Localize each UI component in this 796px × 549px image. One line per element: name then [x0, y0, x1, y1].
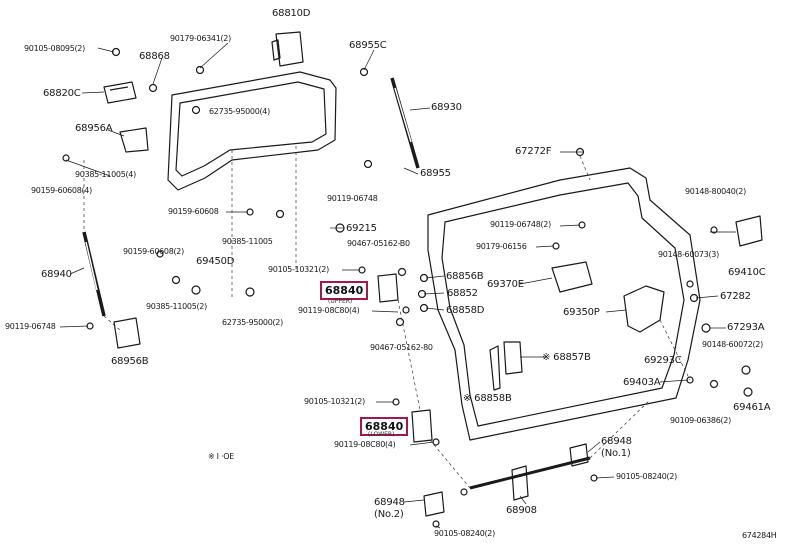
part-label[interactable]: 62735-95000(4) — [209, 107, 270, 116]
part-label[interactable]: (No.2) — [374, 509, 404, 520]
part-label[interactable]: 68868 — [139, 51, 170, 62]
part-label[interactable]: 90105-08240(2) — [616, 472, 677, 481]
part-label[interactable]: 68955C — [349, 40, 387, 51]
lock-assembly-69350p — [623, 285, 665, 333]
hinge-upper-68840 — [377, 273, 399, 303]
part-label[interactable]: (No.1) — [601, 448, 631, 459]
part-label[interactable]: 90385-11005(4) — [75, 170, 136, 179]
part-label[interactable]: 90105-08095(2) — [24, 44, 85, 53]
part-label[interactable]: 90385-11005 — [222, 237, 273, 246]
part-68857b — [489, 345, 501, 391]
part-label[interactable]: 90385-11005(2) — [146, 302, 207, 311]
bracket-68956b — [113, 317, 141, 349]
striker-69410c — [735, 215, 763, 247]
part-label[interactable]: 68858D — [446, 305, 485, 316]
back-door-glass-frame-inner — [175, 81, 327, 177]
part-label[interactable]: 90105-08240(2) — [434, 529, 495, 538]
part-label[interactable]: 69350P — [563, 307, 600, 318]
bracket-68956a — [119, 127, 149, 153]
part-label[interactable]: 68956B — [111, 356, 149, 367]
part-label[interactable]: 68810D — [272, 8, 311, 19]
part-label[interactable]: 68940 — [41, 269, 72, 280]
footnote: ※ I ·OE — [208, 452, 234, 461]
hinge-bracket-left — [103, 81, 137, 104]
part-label[interactable]: 68948 — [601, 436, 632, 447]
part-label[interactable]: 68930 — [431, 102, 462, 113]
part-label[interactable]: 69403A — [623, 377, 661, 388]
part-label[interactable]: 90159-60608(2) — [123, 247, 184, 256]
part-label[interactable]: 68820C — [43, 88, 81, 99]
part-label[interactable]: 68948 — [374, 497, 405, 508]
part-label[interactable]: 69410C — [728, 267, 766, 278]
back-door-glass-frame — [167, 71, 337, 191]
part-label[interactable]: 90105-10321(2) — [304, 397, 365, 406]
part-label[interactable]: 68955 — [420, 168, 451, 179]
part-label[interactable]: 67293A — [727, 322, 765, 333]
part-label[interactable]: 69370E — [487, 279, 524, 290]
part-label[interactable]: 90179-06156 — [476, 242, 527, 251]
part-label[interactable]: 90119-06748 — [5, 322, 56, 331]
part-label[interactable]: 68956A — [75, 123, 113, 134]
part-label[interactable]: 90105-10321(2) — [268, 265, 329, 274]
part-label[interactable]: 90119-06748 — [327, 194, 378, 203]
part-label[interactable]: 90119-08C80(4) — [334, 440, 396, 449]
part-label[interactable]: 69215 — [346, 223, 377, 234]
part-label[interactable]: 69461A — [733, 402, 771, 413]
lower-note: (LOWER) — [368, 431, 395, 438]
part-label[interactable]: 90159-60608 — [168, 207, 219, 216]
highlight-part-68840-lower[interactable]: 68840 — [360, 417, 409, 436]
part-label[interactable]: 69293C — [644, 355, 682, 366]
part-label[interactable]: 90179-06341(2) — [170, 34, 231, 43]
part-label[interactable]: 90467-05162-B0 — [347, 239, 410, 248]
part-label[interactable]: 90119-08C80(4) — [298, 306, 360, 315]
part-label[interactable]: 90467-05162-80 — [370, 343, 433, 352]
part-label[interactable]: 90109-06386(2) — [670, 416, 731, 425]
part-label[interactable]: 90148-60073(3) — [658, 250, 719, 259]
part-label[interactable]: 90148-80040(2) — [685, 187, 746, 196]
highlight-part-68840-upper[interactable]: 68840 — [320, 281, 369, 300]
part-label[interactable]: 69450D — [196, 256, 235, 267]
part-label[interactable]: ※ 68857B — [542, 352, 591, 363]
part-label[interactable]: 67282 — [720, 291, 751, 302]
part-label[interactable]: 67272F — [515, 146, 552, 157]
part-label[interactable]: 68856B — [446, 271, 484, 282]
upper-hinge-part — [275, 31, 304, 67]
part-label[interactable]: 68852 — [447, 288, 478, 299]
part-label[interactable]: 90159-60608(4) — [31, 186, 92, 195]
back-door-panel-inner — [441, 182, 685, 427]
part-label[interactable]: 68908 — [506, 505, 537, 516]
part-label[interactable]: 90119-06748(2) — [490, 220, 551, 229]
part-label[interactable]: ※ 68858B — [463, 393, 512, 404]
part-label[interactable]: 90148-60072(2) — [702, 340, 763, 349]
diagram-code: 674284H — [742, 531, 777, 540]
part-label[interactable]: 62735-95000(2) — [222, 318, 283, 327]
hinge-lower-68840 — [411, 409, 433, 443]
upper-note: (UPPER) — [328, 298, 353, 305]
back-door-panel — [427, 167, 701, 441]
